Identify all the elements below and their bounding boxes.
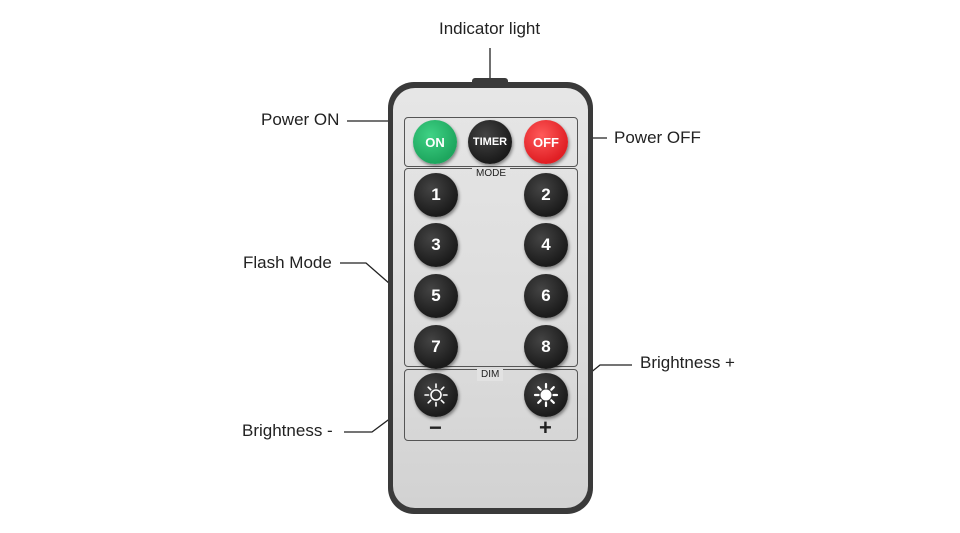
on-button-label: ON [425,134,445,150]
brightness-up-label: Brightness + [640,353,735,372]
sun-outline-icon [424,383,448,407]
timer-button-label: TIMER [472,136,508,148]
brightness-down-button[interactable] [414,373,458,417]
mode-button-5-label: 5 [431,286,441,305]
mode-button-7[interactable]: 7 [414,325,458,369]
plus-sign: + [539,415,552,440]
minus-sign: − [429,415,442,440]
off-button[interactable]: OFF [524,120,568,164]
indicator-light [472,78,508,84]
brightness-up-button[interactable] [524,373,568,417]
mode-button-2-label: 2 [541,185,551,204]
mode-button-3[interactable]: 3 [414,223,458,267]
dim-label: DIM [477,369,504,381]
power-off-label: Power OFF [614,128,701,147]
mode-button-5[interactable]: 5 [414,274,458,318]
mode-button-6-label: 6 [541,286,551,305]
mode-button-3-label: 3 [431,235,441,254]
power-button-group [404,117,578,167]
mode-button-6[interactable]: 6 [524,274,568,318]
flash-mode-label: Flash Mode [243,253,332,272]
mode-button-1[interactable]: 1 [414,173,458,217]
mode-button-8-label: 8 [541,337,551,356]
remote-control: ON TIMER OFF MODE 1 2 3 4 5 6 7 [388,82,593,514]
mode-button-2[interactable]: 2 [524,173,568,217]
mode-button-8[interactable]: 8 [524,325,568,369]
mode-button-7-label: 7 [431,337,441,356]
mode-button-4-label: 4 [541,235,551,254]
mode-label: MODE [472,168,510,180]
indicator-light-label: Indicator light [439,19,541,38]
mode-button-4[interactable]: 4 [524,223,568,267]
mode-button-1-label: 1 [431,185,441,204]
timer-button[interactable]: TIMER [468,120,512,164]
remote-face: ON TIMER OFF MODE 1 2 3 4 5 6 7 [393,88,588,508]
power-on-label: Power ON [261,110,340,129]
brightness-down-label: Brightness - [242,421,333,440]
sun-filled-icon [533,382,559,408]
on-button[interactable]: ON [413,120,457,164]
off-button-label: OFF [533,134,559,150]
